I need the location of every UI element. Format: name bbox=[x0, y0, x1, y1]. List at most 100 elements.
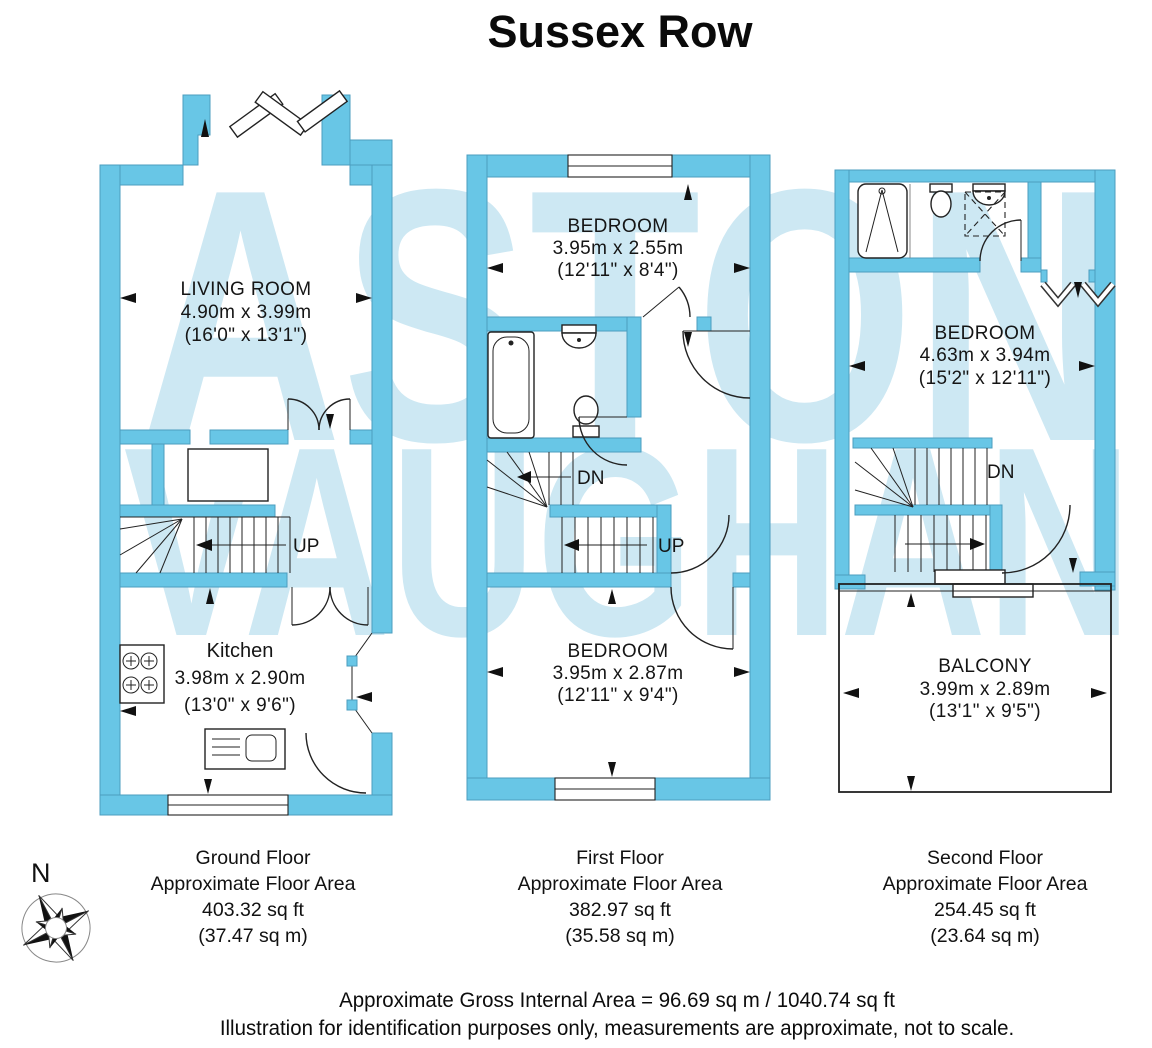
room-label: BEDROOM bbox=[568, 641, 669, 662]
shower-room-stub bbox=[1020, 257, 1042, 273]
room-dims-imperial: (15'2" x 12'11") bbox=[919, 368, 1051, 389]
door-arc bbox=[670, 514, 730, 574]
door-arc bbox=[642, 286, 691, 318]
caption-line: (23.64 sq m) bbox=[930, 925, 1040, 947]
second-floor-caption: Second Floor Approximate Floor Area 254.… bbox=[832, 845, 1138, 949]
room-dims-metric: 3.99m x 2.89m bbox=[920, 679, 1051, 700]
cupboard-wall bbox=[151, 443, 165, 506]
top-wall bbox=[834, 169, 1116, 183]
disclaimer: Illustration for identification purposes… bbox=[219, 1016, 1015, 1040]
dimension-arrows bbox=[843, 361, 1107, 791]
room-label: LIVING ROOM bbox=[180, 279, 311, 300]
ground-floor-caption: Ground Floor Approximate Floor Area 403.… bbox=[100, 845, 406, 949]
left-wall bbox=[99, 164, 121, 816]
room-dims-metric: 3.98m x 2.90m bbox=[175, 668, 306, 689]
rooflight-icon bbox=[964, 191, 1006, 237]
stair-bottom-stub bbox=[732, 572, 751, 588]
basin-icon bbox=[561, 324, 597, 349]
stair-bottom-wall bbox=[486, 572, 672, 588]
second-floor-plan: DN BEDROOM 4.63m x 3.94m (15'2" x 12'11"… bbox=[834, 169, 1116, 793]
caption-line: (35.58 sq m) bbox=[565, 925, 675, 947]
right-wall bbox=[1094, 169, 1116, 591]
right-wall bbox=[749, 154, 771, 801]
staircase bbox=[119, 516, 291, 574]
room-dims-metric: 3.95m x 2.55m bbox=[553, 238, 684, 259]
dormer-stub-left bbox=[1040, 269, 1048, 283]
caption-line: Approximate Floor Area bbox=[882, 873, 1088, 895]
stair-top-wall bbox=[119, 504, 276, 518]
room-label: BEDROOM bbox=[568, 216, 669, 237]
caption-line: First Floor bbox=[576, 847, 664, 869]
bottom-right-stub bbox=[1079, 571, 1116, 587]
door-arc bbox=[1001, 504, 1071, 574]
ground-floor-plan: UP LIVING ROOM 4.90m x 3.99m (16'0" x 13… bbox=[99, 89, 393, 816]
door-arc bbox=[578, 416, 628, 466]
caption-line: 403.32 sq ft bbox=[202, 899, 304, 921]
double-door-icon bbox=[287, 398, 351, 431]
dimension-arrows bbox=[487, 184, 750, 777]
dormer-stub-right bbox=[1088, 269, 1096, 283]
stair-label-up: UP bbox=[658, 536, 684, 557]
watermark-line-1: ASTON bbox=[139, 115, 1117, 517]
room-label: Kitchen bbox=[207, 640, 274, 662]
bedroom-stair-wall bbox=[852, 437, 993, 449]
left-wall bbox=[466, 154, 488, 801]
stair-divider-wall bbox=[854, 504, 994, 516]
bifold-door-icon bbox=[228, 89, 349, 139]
bathroom-bottom-wall bbox=[486, 437, 642, 453]
door-arc bbox=[305, 732, 367, 794]
double-door-icon bbox=[291, 586, 369, 626]
stair-label-dn: DN bbox=[577, 468, 604, 489]
hall-wall2 bbox=[209, 429, 289, 445]
door-arc bbox=[979, 219, 1022, 262]
balcony-outline bbox=[838, 583, 1112, 793]
page-title: Sussex Row bbox=[487, 6, 753, 57]
basin-icon bbox=[972, 183, 1006, 206]
room-label: BEDROOM bbox=[935, 323, 1036, 344]
bathtub-icon bbox=[487, 331, 535, 439]
hall-wall bbox=[119, 429, 191, 445]
cupboard-icon bbox=[187, 448, 269, 502]
stair-right-wall bbox=[989, 504, 1003, 574]
bathroom-right-wall bbox=[626, 316, 642, 418]
stair-divider-wall bbox=[549, 504, 659, 518]
door-arc bbox=[670, 586, 734, 650]
room-dims-imperial: (12'11" x 8'4") bbox=[557, 260, 678, 281]
caption-line: Second Floor bbox=[927, 847, 1043, 869]
room-dims-imperial: (12'11" x 9'4") bbox=[557, 685, 678, 706]
sink-icon bbox=[204, 728, 286, 770]
compass-rose: N bbox=[21, 858, 91, 963]
caption-line: 382.97 sq ft bbox=[569, 899, 671, 921]
right-wall-upper bbox=[371, 164, 393, 634]
folding-window-icon bbox=[1040, 281, 1116, 308]
room-label: BALCONY bbox=[938, 656, 1032, 677]
caption-line: 254.45 sq ft bbox=[934, 899, 1036, 921]
first-floor-caption: First Floor Approximate Floor Area 382.9… bbox=[467, 845, 773, 949]
bay-window-icon bbox=[346, 632, 373, 734]
toilet-icon bbox=[929, 183, 953, 218]
first-floor-plan: DN UP BEDROOM 3.95m x 2.55m (12'11" x 8'… bbox=[466, 154, 771, 801]
room-dims-imperial: (16'0" x 13'1") bbox=[185, 325, 308, 346]
shower-icon bbox=[857, 183, 908, 259]
hall-stub bbox=[696, 316, 712, 332]
bathroom-top-wall bbox=[486, 316, 628, 332]
room-dims-imperial: (13'1" x 9'5") bbox=[929, 701, 1041, 722]
hall-wall3 bbox=[349, 429, 373, 445]
room-dims-metric: 3.95m x 2.87m bbox=[553, 663, 684, 684]
dormer-wall bbox=[1027, 181, 1042, 259]
staircase bbox=[486, 451, 654, 573]
caption-line: Approximate Floor Area bbox=[150, 873, 356, 895]
stair-label-dn: DN bbox=[987, 462, 1014, 483]
compass-north-label: N bbox=[31, 858, 51, 888]
door-arc bbox=[682, 330, 751, 399]
kitchen-wall bbox=[119, 572, 288, 588]
shower-room-wall bbox=[848, 257, 981, 273]
room-dims-metric: 4.63m x 3.94m bbox=[920, 345, 1051, 366]
left-wall bbox=[834, 169, 850, 588]
room-dims-imperial: (13'0" x 9'6") bbox=[184, 695, 296, 716]
gross-internal-area: Approximate Gross Internal Area = 96.69 … bbox=[339, 988, 895, 1012]
stair-label-up: UP bbox=[293, 536, 319, 557]
caption-line: Ground Floor bbox=[195, 847, 311, 869]
bottom-left-stub bbox=[834, 574, 866, 590]
room-dims-metric: 4.90m x 3.99m bbox=[181, 302, 312, 323]
